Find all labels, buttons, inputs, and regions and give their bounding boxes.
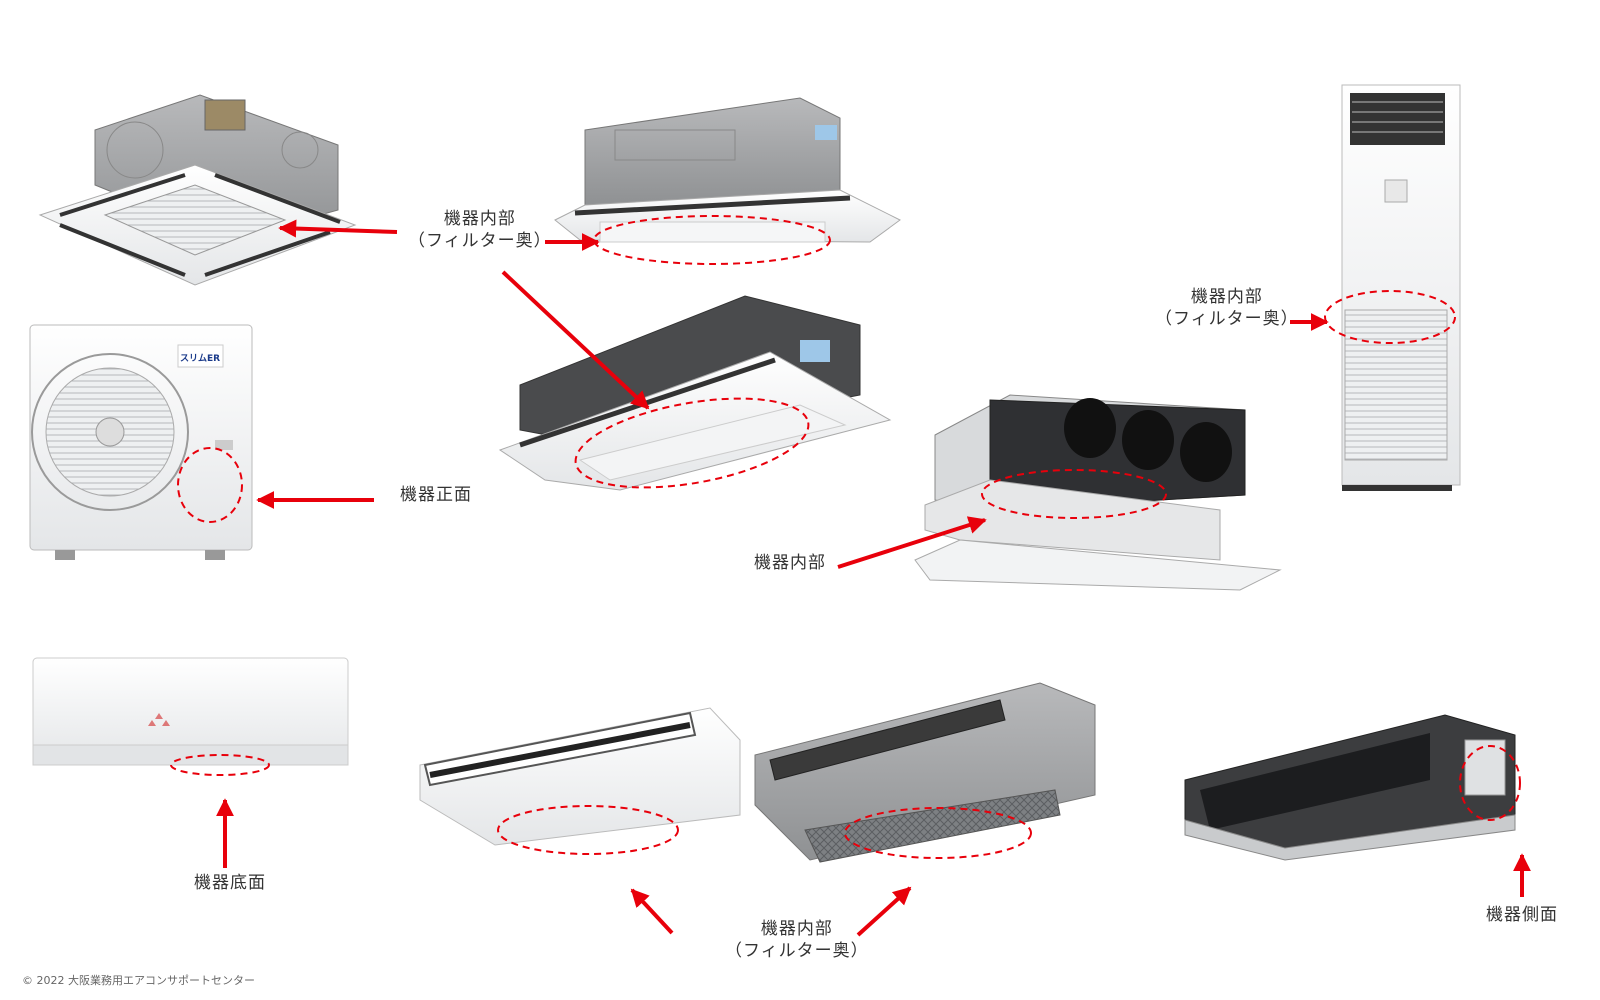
label-internal-filter-top: 機器内部 （フィルター奥） — [408, 208, 552, 252]
highlight-kitchen-unit — [844, 807, 1032, 859]
label-internal-filter-floor-standing: 機器内部 （フィルター奥） — [1155, 286, 1299, 330]
outdoor-unit-logo: スリムER — [180, 353, 220, 364]
copyright-footer: © 2022 大阪業務用エアコンサポートセンター — [22, 974, 255, 987]
arrow-to-two-way-cassette-dark — [501, 270, 650, 410]
label-line-internal: 機器内部 — [1190, 287, 1263, 307]
ducted-unit-round-outlets — [914, 394, 1282, 591]
highlight-ellipses — [170, 215, 1521, 859]
kitchen-ceiling-unit — [754, 682, 1096, 863]
highlight-outdoor-unit — [177, 447, 243, 523]
pointer-arrows — [216, 219, 1531, 937]
two-way-cassette-unit — [554, 97, 901, 243]
highlight-wall-mounted — [170, 754, 270, 776]
arrow-to-ducted-unit — [837, 516, 987, 569]
highlight-ceiling-suspended — [497, 805, 679, 855]
label-line-internal: 機器内部 — [760, 919, 833, 939]
arrow-to-ceiling-suspended — [630, 888, 674, 935]
arrow-to-four-way-cassette — [278, 219, 398, 238]
highlight-two-way-cassette — [593, 215, 831, 265]
wall-mounted-unit — [32, 657, 349, 766]
label-front: 機器正面 — [400, 485, 472, 505]
highlight-slim-duct — [1459, 745, 1521, 821]
label-line-filter-back: （フィルター奥） — [1155, 309, 1299, 329]
four-way-cassette-unit — [38, 94, 357, 286]
floor-standing-unit — [1341, 84, 1461, 491]
arrow-to-kitchen-unit — [856, 886, 912, 937]
label-side: 機器側面 — [1486, 905, 1558, 925]
label-internal-ducted: 機器内部 — [754, 553, 826, 573]
two-way-cassette-unit-dark — [498, 295, 892, 491]
ceiling-suspended-unit — [419, 707, 741, 846]
outdoor-unit: スリムER — [29, 324, 253, 560]
label-internal-filter-bottom: 機器内部 （フィルター奥） — [725, 918, 869, 962]
highlight-two-way-cassette-dark — [574, 397, 810, 489]
slim-duct-unit — [1184, 714, 1516, 861]
label-line-filter-back: （フィルター奥） — [725, 941, 869, 961]
highlight-ducted-unit — [981, 469, 1167, 519]
label-bottom: 機器底面 — [194, 873, 266, 893]
label-line-filter-back: （フィルター奥） — [408, 231, 552, 251]
label-line-internal: 機器内部 — [443, 209, 516, 229]
